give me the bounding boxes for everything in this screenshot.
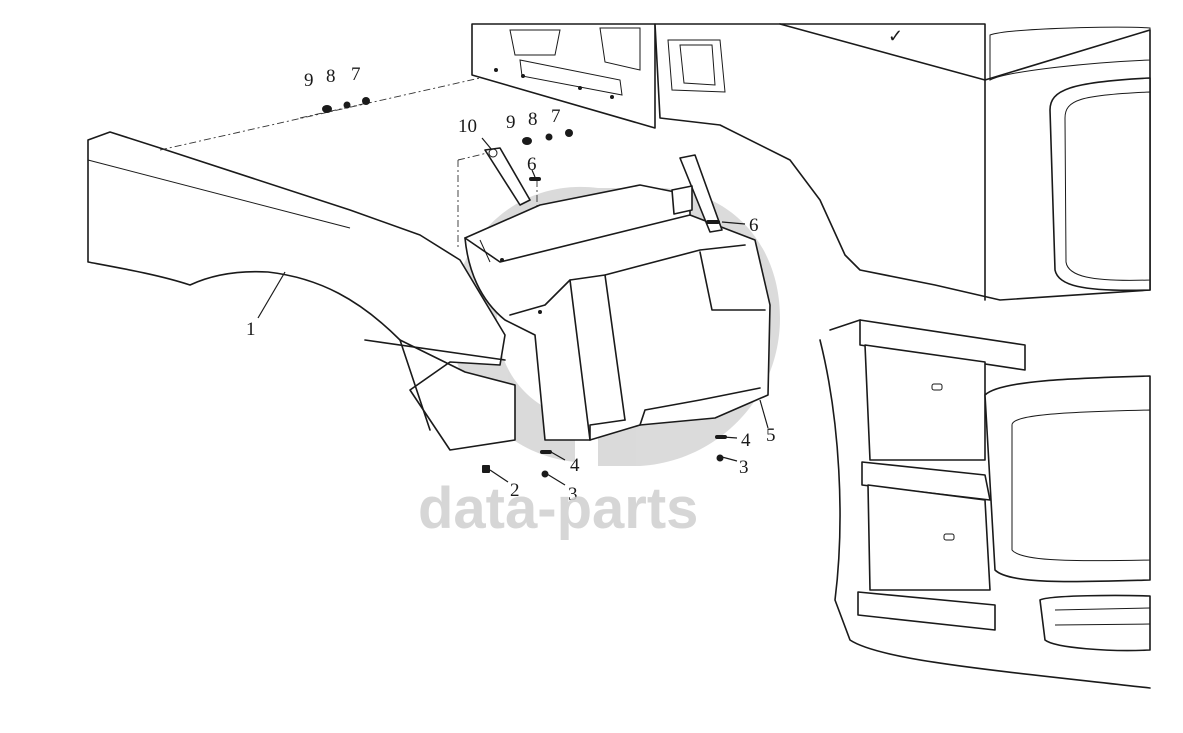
callout-3a: 3 (568, 484, 578, 505)
callout-labels: 1 2 3 3 4 4 5 6 6 7 7 8 8 9 9 10 (246, 64, 776, 505)
callout-3b: 3 (739, 457, 749, 478)
watermark-text: data-parts (418, 476, 698, 541)
fasteners (322, 97, 727, 478)
rear-fender-part-1 (87, 131, 516, 451)
headlamp-upper (989, 26, 1151, 292)
callout-4a: 4 (570, 455, 580, 476)
callout-9a: 9 (304, 70, 314, 91)
callout-9b: 9 (506, 112, 516, 133)
callout-8b: 8 (528, 109, 538, 130)
svg-text:✓: ✓ (888, 26, 903, 46)
callout-8a: 8 (326, 66, 336, 87)
callout-7b: 7 (551, 106, 561, 127)
callout-6a: 6 (527, 154, 537, 175)
bracket-part-10 (484, 147, 531, 206)
callout-5: 5 (766, 425, 776, 446)
front-bumper (984, 375, 1151, 652)
callout-10: 10 (458, 116, 477, 137)
callout-4b: 4 (741, 430, 751, 451)
callout-1: 1 (246, 319, 256, 340)
mud-guard-part-5 (464, 184, 771, 441)
callout-7a: 7 (351, 64, 361, 85)
step-assembly (819, 319, 1151, 689)
cab-body: ✓ (654, 23, 1151, 301)
callout-2: 2 (510, 480, 520, 501)
bracket-right (671, 154, 723, 233)
leader-lines (257, 137, 769, 486)
callout-6b: 6 (749, 215, 759, 236)
cab-rear-panel (471, 23, 656, 129)
